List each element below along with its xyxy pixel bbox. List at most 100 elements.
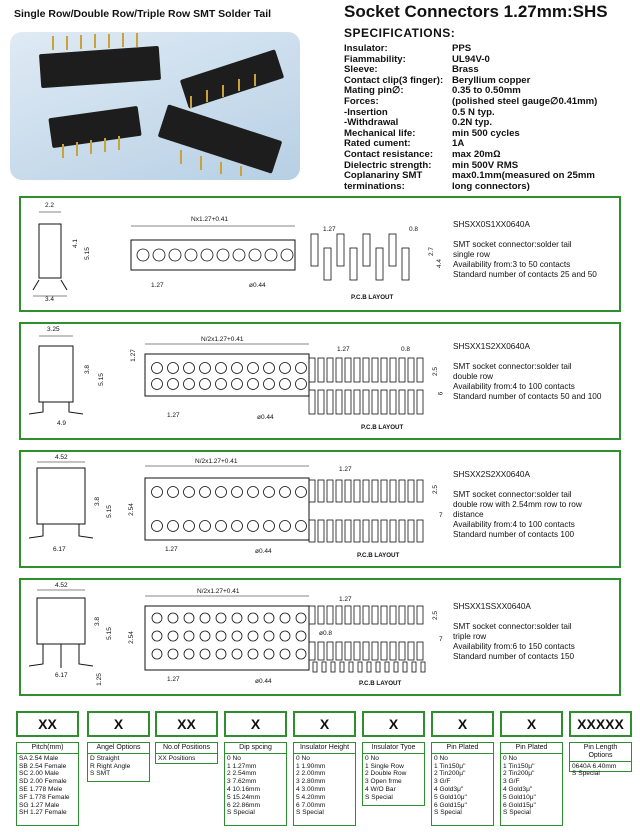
pcb-pad [321, 661, 327, 673]
pcb-pad [344, 389, 352, 415]
pcb-pad [371, 605, 379, 625]
description-line: SMT socket connector:solder tail [453, 490, 572, 499]
contact-hole [183, 630, 195, 642]
dim-pin-diameter: ø0.44 [257, 414, 274, 421]
contact-hole [184, 248, 198, 262]
dim-height-1: 3.8 [94, 616, 102, 627]
spec-row: Contact resistance: max 20mΩ [344, 149, 597, 161]
dim-height-1: 3.8 [84, 364, 92, 375]
contact-hole [263, 520, 275, 532]
pcb-dim-b: 0.8 [409, 226, 419, 233]
single-row-drawing [32, 211, 410, 297]
dim-total-length: N/2x1.27+0.41 [195, 458, 238, 465]
description-line: distance [453, 510, 484, 519]
pcb-pad [335, 519, 343, 543]
dim-pitch: 1.27 [165, 546, 178, 553]
pcb-pad [371, 389, 379, 415]
pcb-pad [317, 605, 325, 625]
contact-hole [151, 630, 163, 642]
option-row: S Special [296, 809, 324, 817]
pcb-pad [353, 519, 361, 543]
contact-hole [263, 362, 275, 374]
spec-row: Contact clip(3 finger):Beryllium copper [344, 75, 597, 87]
description-line: Availability from:4 to 100 contacts [453, 382, 575, 391]
option-title: No.of Positions [156, 743, 217, 754]
panel-description: SHSXX1SSXX0640A SMT socket connector:sol… [453, 602, 575, 662]
triple-row-drawing [28, 589, 426, 673]
pcb-pad [398, 605, 406, 625]
option-row: SA 2.54 Male [19, 754, 59, 762]
option-row: 4 Gold3μ" [434, 785, 464, 793]
option-row: 5 Gold10μ" [503, 793, 536, 801]
spec-row: Dielectric strength: min 500V RMS [344, 159, 597, 172]
option-row: D Straight [90, 754, 120, 762]
description-line: SMT socket connector:solder tail [453, 622, 572, 631]
contact-hole [199, 520, 211, 532]
spec-row: Forces:(polished steel gauge∅0.41mm) [344, 96, 597, 108]
option-row: 4 W/O Bar [365, 785, 396, 793]
option-row: 6 7.00mm [296, 801, 326, 809]
spec-value: 0.2N typ. [452, 117, 492, 129]
pcb-dim-c: 7 [439, 512, 443, 519]
description-line: SMT socket connector:solder tail [453, 362, 572, 371]
spec-key: Dielectric strength: [344, 159, 432, 171]
pcb-pad [380, 479, 388, 503]
pcb-pad [371, 357, 379, 383]
specifications-title: SPECIFICATIONS: [344, 26, 456, 40]
option-row: 3 2.80mm [296, 778, 326, 786]
spec-key: Insulator: [344, 43, 388, 54]
spec-key: Sleeve: [344, 64, 378, 76]
contact-hole [247, 520, 259, 532]
pcb-pad [326, 479, 334, 503]
option-row: 4 3.00mm [296, 785, 326, 793]
pcb-pad [371, 641, 379, 661]
spec-value: 0.5 N typ. [452, 106, 495, 118]
option-title: Insulator Height [294, 743, 355, 754]
contact-hole [295, 648, 307, 660]
pcb-pad [389, 357, 397, 383]
pcb-pad [380, 389, 388, 415]
spec-row: Mating pin∅:0.35 to 0.50mm [344, 86, 597, 97]
contact-hole [279, 378, 291, 390]
double-row-drawing [28, 335, 424, 415]
description-line: Standard number of contacts 25 and 50 [453, 270, 597, 279]
contact-hole [151, 520, 163, 532]
description-line: Availability from:4 to 100 contacts [453, 520, 575, 529]
pcb-pad [326, 641, 334, 661]
pcb-pad [388, 233, 397, 267]
pcb-pad [389, 641, 397, 661]
contact-hole [279, 648, 291, 660]
option-title: Pin Plated [432, 743, 493, 754]
description-line: double row [453, 372, 494, 381]
contact-hole [248, 248, 262, 262]
pcb-pad [312, 661, 318, 673]
dim-pitch: 1.27 [151, 282, 164, 289]
spec-row: Coplanariny SMT max0.1mm(measured on 25m… [344, 171, 597, 182]
description-line: triple row [453, 632, 487, 641]
pcb-pad [335, 389, 343, 415]
pcb-pad [389, 519, 397, 543]
option-row: 1 Tin150μ" [503, 762, 535, 770]
contact-hole [216, 248, 230, 262]
part-code-box: X [293, 711, 356, 737]
pcb-pad [375, 661, 381, 673]
option-row: 2 Tin200μ" [434, 770, 466, 778]
description-line [453, 480, 582, 490]
pcb-pad [308, 479, 316, 503]
option-row: SH 1.27 Female [19, 809, 67, 817]
spec-row: terminations: long connectors) [344, 181, 597, 193]
pcb-dim-b: 2.5 [432, 484, 440, 495]
panel-double-row-2.54: 4.52 3.8 5.15 6.17 N/2x1.27+0.41 2.54 1.… [19, 450, 621, 568]
dim-pin-diameter: ø0.44 [249, 282, 266, 289]
part-code-box: XX [155, 711, 218, 737]
option-row: SE 1.778 Mele [19, 785, 63, 793]
pcb-pad [326, 357, 334, 383]
option-row: S Special [572, 770, 600, 778]
part-code-box: XX [16, 711, 79, 737]
pcb-pad [416, 605, 424, 625]
option-row: 0 No [227, 754, 241, 762]
option-row: 3 G/F [503, 778, 520, 786]
